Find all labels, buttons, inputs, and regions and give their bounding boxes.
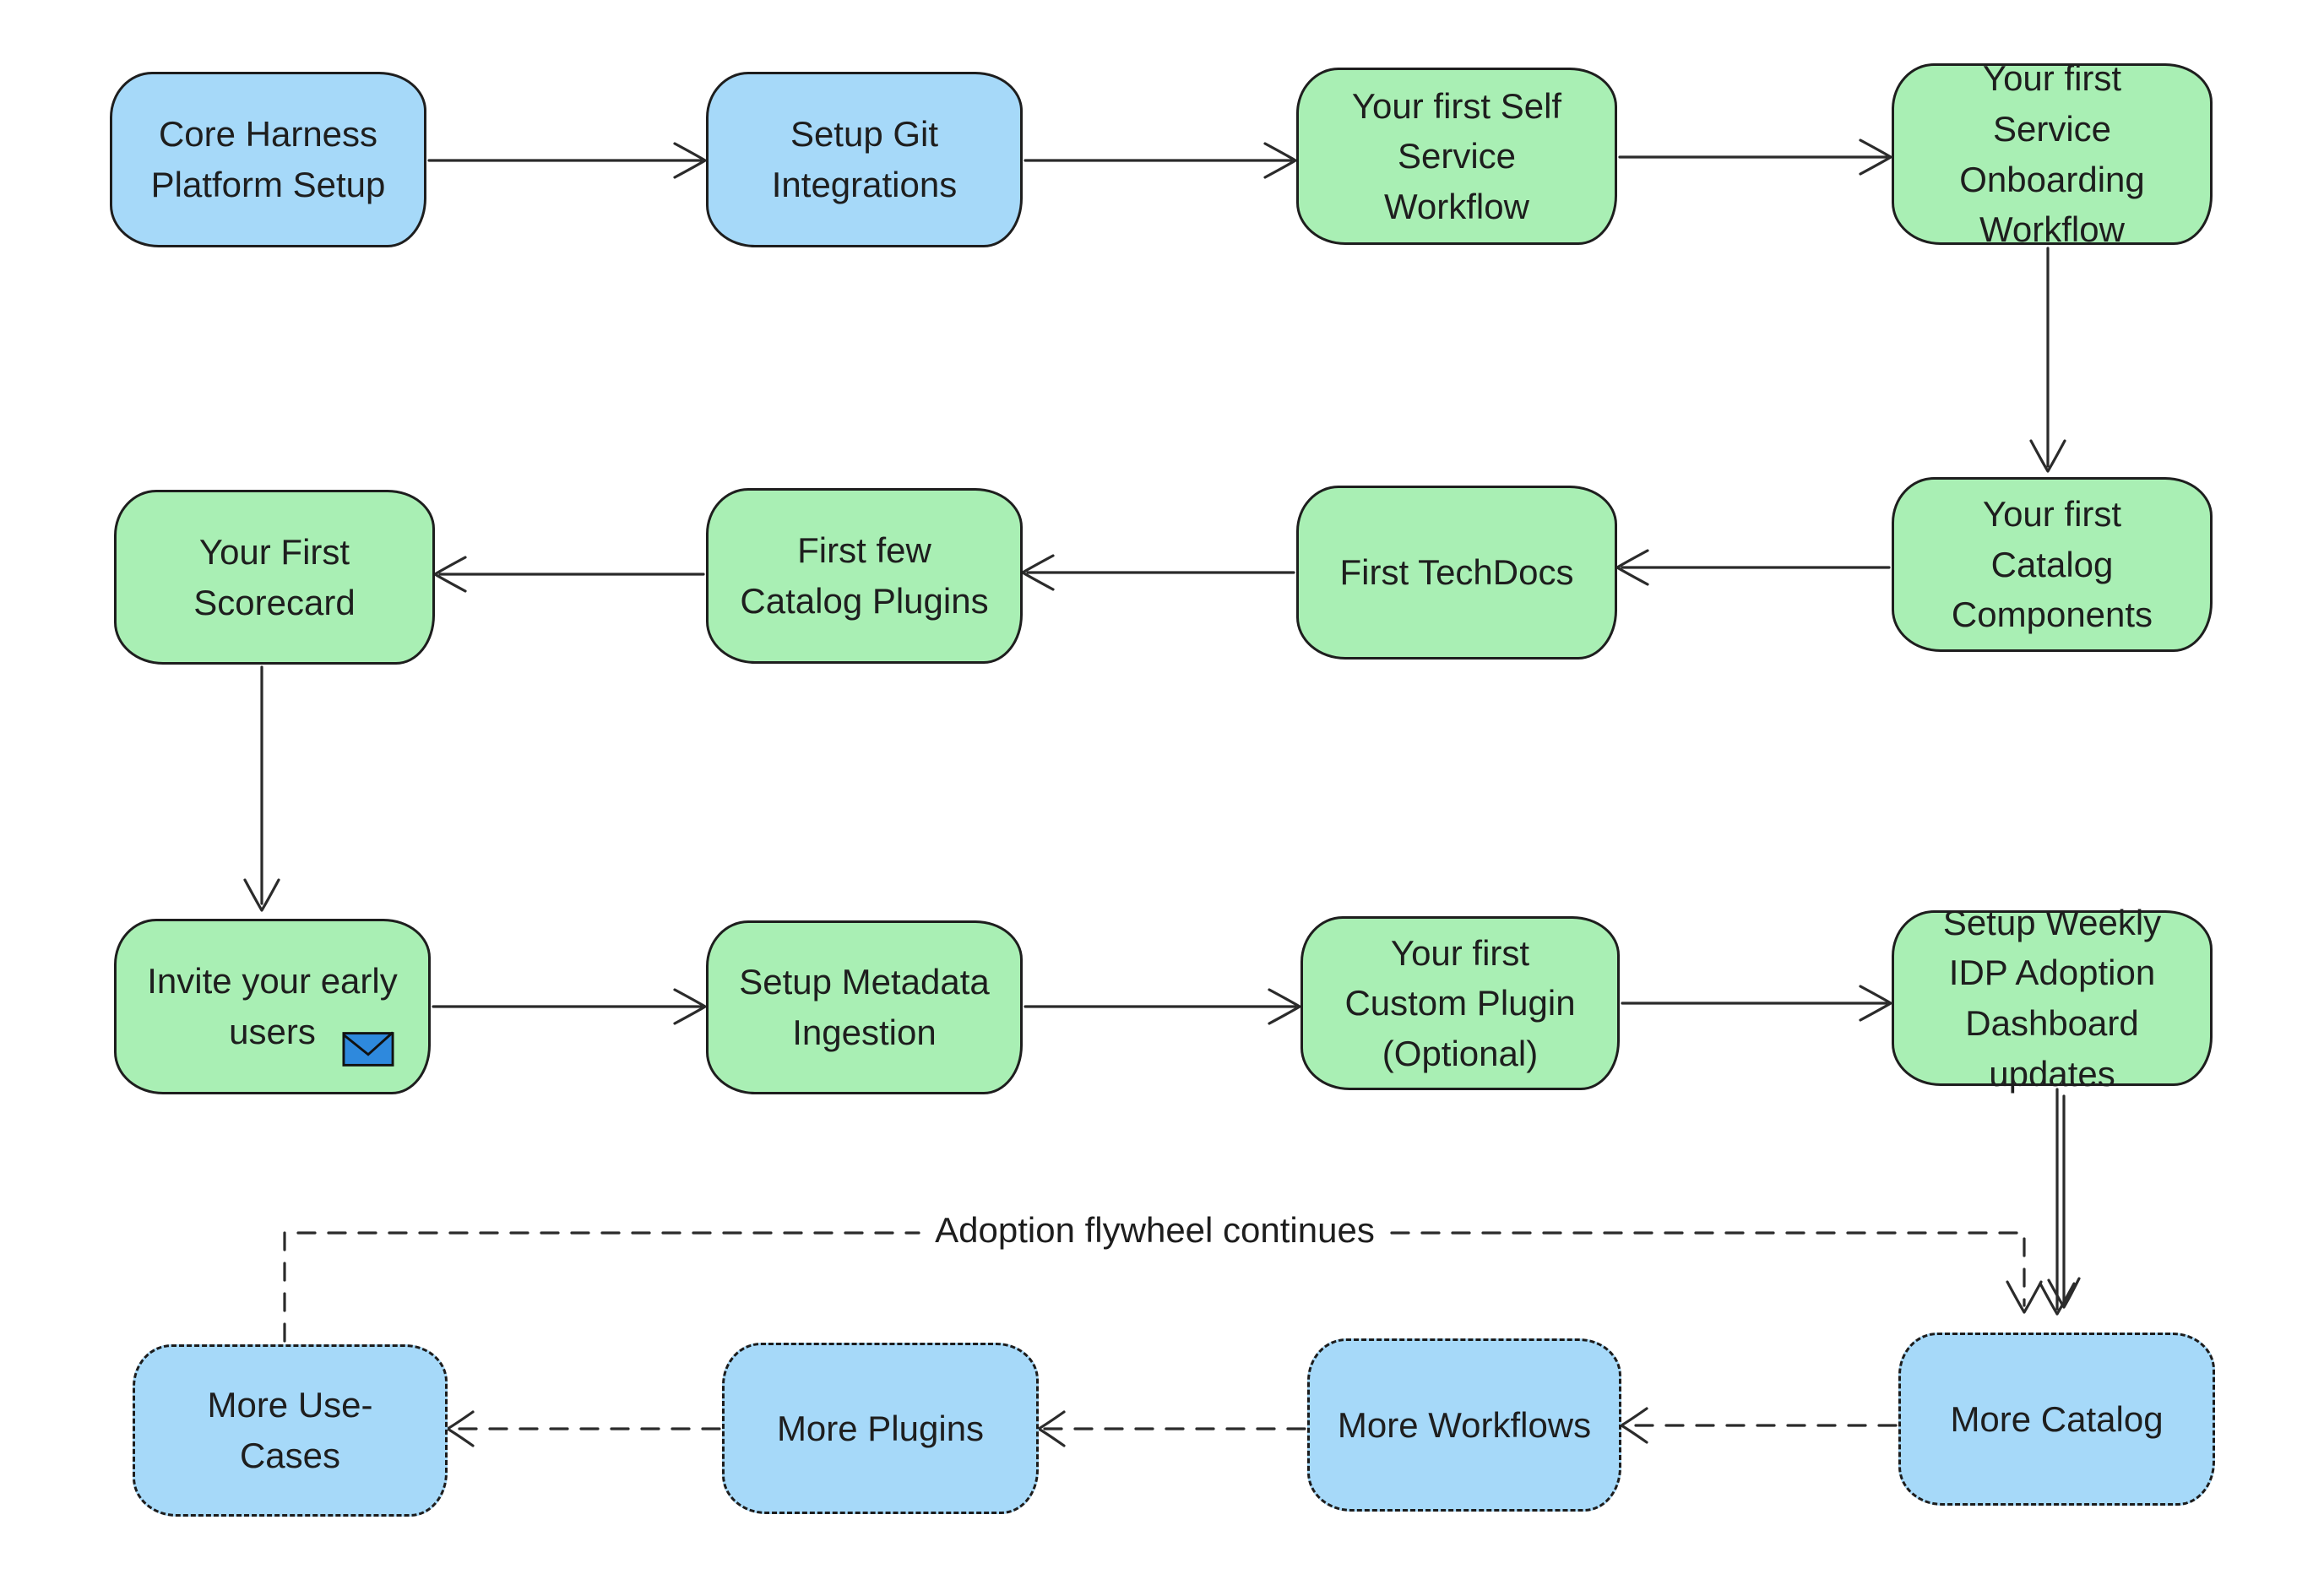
arrow-self-service-to-onboarding [1618, 138, 1892, 176]
node-label: Setup Weekly IDP Adoption Dashboard upda… [1942, 902, 2162, 1094]
envelope-icon [342, 1031, 394, 1067]
arrow-idp-dashboard-to-more-catalog [2039, 1088, 2081, 1316]
node-label: First few Catalog Plugins [740, 530, 989, 621]
arrow-catalog-components-to-techdocs [1615, 549, 1891, 586]
node-first-few-catalog-plugins: First few Catalog Plugins [706, 488, 1023, 664]
node-first-self-service-workflow: Your first Self Service Workflow [1296, 68, 1617, 245]
node-your-first-scorecard: Your First Scorecard [114, 490, 435, 665]
arrow-onboarding-to-catalog-components [2029, 247, 2066, 473]
node-label: More Catalog [1950, 1398, 2164, 1439]
node-setup-metadata-ingestion: Setup Metadata Ingestion [706, 920, 1023, 1094]
node-core-harness-platform-setup: Core Harness Platform Setup [110, 72, 426, 247]
arrow-custom-plugin-to-idp-dashboard [1621, 985, 1892, 1022]
node-more-use-cases: More Use-Cases [133, 1344, 448, 1517]
node-label: Setup Metadata Ingestion [739, 962, 990, 1052]
arrow-metadata-to-custom-plugin [1024, 988, 1301, 1025]
node-label: First TechDocs [1339, 552, 1574, 593]
node-more-workflows: More Workflows [1307, 1338, 1621, 1512]
node-first-catalog-components: Your first Catalog Components [1892, 477, 2213, 652]
node-label: Your First Scorecard [193, 531, 356, 622]
node-more-plugins: More Plugins [722, 1343, 1039, 1514]
arrow-core-to-git [427, 142, 707, 179]
arrow-git-to-self-service [1024, 142, 1297, 179]
flywheel-annotation: Adoption flywheel continues [925, 1208, 1385, 1254]
arrow-scorecard-to-invite-users [243, 665, 280, 912]
arrow-invite-users-to-metadata [432, 988, 707, 1025]
node-setup-git-integrations: Setup Git Integrations [706, 72, 1023, 247]
node-label: More Plugins [776, 1408, 985, 1448]
node-label: More Workflows [1337, 1404, 1592, 1445]
node-invite-your-early-users: Invite your early users [114, 919, 431, 1094]
arrow-more-catalog-to-more-workflows [1620, 1407, 1898, 1444]
node-label: Your first Custom Plugin (Optional) [1344, 932, 1576, 1073]
node-first-techdocs: First TechDocs [1296, 486, 1617, 660]
node-label: More Use-Cases [207, 1385, 373, 1475]
node-label: Invite your early users [147, 961, 398, 1051]
node-label: Your first Self Service Workflow [1351, 85, 1562, 226]
node-label: Setup Git Integrations [771, 114, 958, 204]
flywheel-arrowhead [2006, 1280, 2043, 1314]
arrow-more-workflows-to-more-plugins [1037, 1410, 1306, 1447]
node-first-custom-plugin-optional: Your first Custom Plugin (Optional) [1300, 916, 1620, 1090]
arrow-catalog-plugins-to-scorecard [433, 556, 705, 593]
node-label: Your first Service Onboarding Workflow [1959, 58, 2145, 250]
node-setup-weekly-idp-dashboard-updates: Setup Weekly IDP Adoption Dashboard upda… [1892, 903, 2213, 1094]
arrow-techdocs-to-catalog-plugins [1021, 554, 1295, 591]
node-more-catalog: More Catalog [1898, 1333, 2215, 1506]
node-first-service-onboarding-workflow: Your first Service Onboarding Workflow [1892, 58, 2213, 249]
arrow-more-plugins-to-more-use-cases [446, 1410, 721, 1447]
node-label: Core Harness Platform Setup [150, 114, 386, 204]
node-label: Your first Catalog Components [1951, 494, 2153, 635]
